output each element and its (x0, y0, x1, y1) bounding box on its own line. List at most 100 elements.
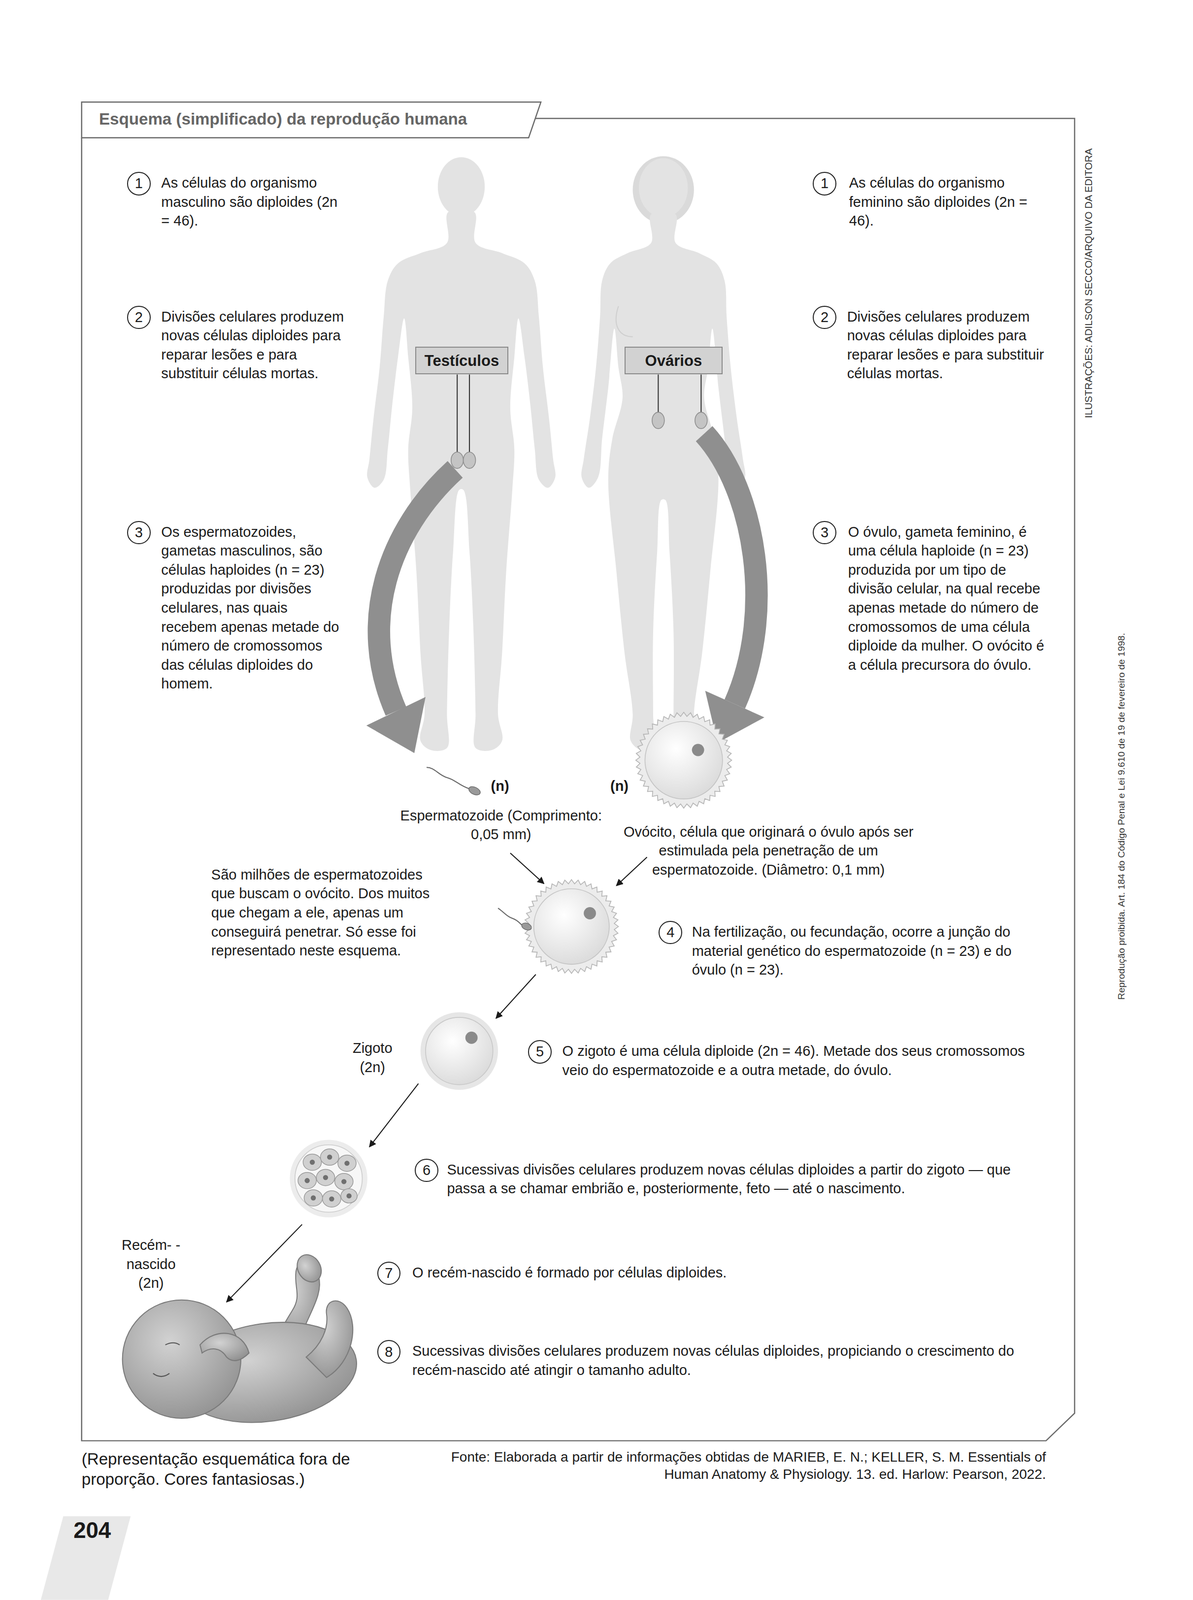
gonad (695, 412, 708, 429)
newborn-figure (306, 1301, 354, 1379)
organ-label-box: Ovários (624, 346, 723, 375)
callout-number: 6 (414, 1159, 439, 1183)
frame-border (81, 118, 1075, 1442)
embryo (320, 1149, 339, 1166)
embryo (310, 1195, 316, 1201)
embryo (298, 1149, 358, 1208)
embryo (322, 1191, 341, 1208)
callout-number-text: 2 (820, 309, 829, 326)
human-silhouette (366, 156, 746, 752)
organ-label-box: Testículos (415, 346, 509, 375)
leader-arrow (510, 853, 544, 884)
human-silhouette (632, 156, 695, 224)
callout-text: Os espermatozoides, gametas masculinos, … (161, 522, 345, 694)
human-silhouette (616, 306, 633, 337)
callout-number: 3 (812, 521, 837, 545)
embryo (316, 1169, 335, 1187)
callout-text: As células do organismo masculino são di… (161, 173, 345, 231)
gonad (652, 412, 665, 429)
sperm (520, 922, 533, 932)
embryo (341, 1179, 347, 1185)
zygote (420, 1012, 498, 1090)
gamete-arrow (378, 469, 456, 712)
callout-text: Divisões celulares produzem novas célula… (847, 307, 1047, 384)
zygote (465, 1031, 478, 1045)
callout-number: 1 (812, 171, 837, 196)
newborn-figure (165, 1343, 180, 1346)
embryo (344, 1160, 350, 1166)
human-silhouette (437, 157, 485, 217)
embryo (334, 1173, 354, 1191)
leader-arrow (226, 1224, 302, 1302)
figure-label: Espermatozoide (Comprimento: 0,05 mm) (394, 806, 609, 845)
callout-number-text: 7 (384, 1265, 393, 1282)
callout-text: As células do organismo feminino são dip… (849, 173, 1049, 231)
embryo (289, 1139, 367, 1218)
sperm (426, 767, 482, 797)
human-silhouette (366, 208, 556, 752)
ovocyte (524, 879, 619, 974)
callout-number: 5 (528, 1040, 552, 1064)
gamete-arrow (704, 433, 757, 705)
callout-number-text: 8 (384, 1344, 393, 1361)
sperm (426, 767, 470, 790)
ovocyte (583, 907, 597, 920)
callout-number: 4 (658, 921, 683, 945)
callout-number-text: 1 (820, 175, 829, 192)
title-tab (81, 101, 541, 138)
ovocyte (644, 721, 723, 799)
callout-text: O zigoto é uma célula diploide (2n = 46)… (562, 1041, 1043, 1080)
embryo (337, 1155, 357, 1172)
copyright-note: Reprodução proibida. Art. 184 do Código … (1115, 633, 1127, 1001)
figure-label: Ovócito, célula que originará o óvulo ap… (605, 822, 932, 880)
callout-number-text: 1 (134, 175, 143, 192)
embryo (304, 1178, 310, 1184)
newborn-figure (122, 1300, 241, 1419)
callout-text: O recém-nascido é formado por células di… (412, 1263, 1025, 1283)
source-note: Fonte: Elaborada a partir de informações… (428, 1449, 1046, 1484)
callout-text: Na fertilização, ou fecundação, ocorre a… (692, 922, 1050, 980)
callout-number: 1 (127, 171, 151, 196)
leader-arrow (496, 974, 536, 1019)
organ-leader (468, 374, 470, 453)
callout-number-text: 3 (820, 524, 829, 541)
embryo (302, 1154, 322, 1171)
callout-text: Sucessivas divisões celulares produzem n… (412, 1341, 1056, 1380)
callout-text: Divisões celulares produzem novas célula… (161, 307, 345, 384)
newborn-figure (292, 1250, 327, 1287)
callout-number: 7 (377, 1261, 401, 1286)
note-text: São milhões de espermatozoides que busca… (211, 865, 449, 961)
human-silhouette (581, 211, 746, 751)
sperm (497, 908, 523, 926)
callout-text: O óvulo, gameta feminino, é uma célula h… (848, 522, 1048, 675)
embryo (346, 1193, 352, 1199)
callout-number: 8 (377, 1340, 401, 1364)
callout-number-text: 4 (666, 924, 675, 941)
gonad (451, 412, 708, 469)
newborn-figure (153, 1373, 170, 1377)
embryo (327, 1154, 332, 1160)
figure-caption: (Representação esquemática fora de propo… (81, 1449, 389, 1491)
embryo (309, 1159, 315, 1165)
ovocyte (635, 712, 732, 809)
ovocyte (533, 889, 610, 965)
gonad (451, 452, 464, 469)
embryo (295, 1145, 363, 1213)
callout-number: 3 (127, 521, 151, 545)
zygote (420, 1012, 498, 1090)
organ-leader (457, 374, 701, 453)
organ-leader (657, 374, 659, 413)
page-tab (40, 1516, 131, 1600)
ploidy-label: (n) (610, 776, 629, 796)
sperm (497, 908, 533, 932)
frame (81, 101, 1075, 1441)
embryo (289, 1139, 367, 1218)
embryo (329, 1196, 334, 1202)
organ-label: Ovários (645, 352, 703, 370)
page-number: 204 (73, 1517, 111, 1545)
newborn-figure (199, 1333, 249, 1361)
diagram-title: Esquema (simplificado) da reprodução hum… (99, 109, 467, 130)
callout-text: Sucessivas divisões celulares produzem n… (446, 1160, 1049, 1199)
